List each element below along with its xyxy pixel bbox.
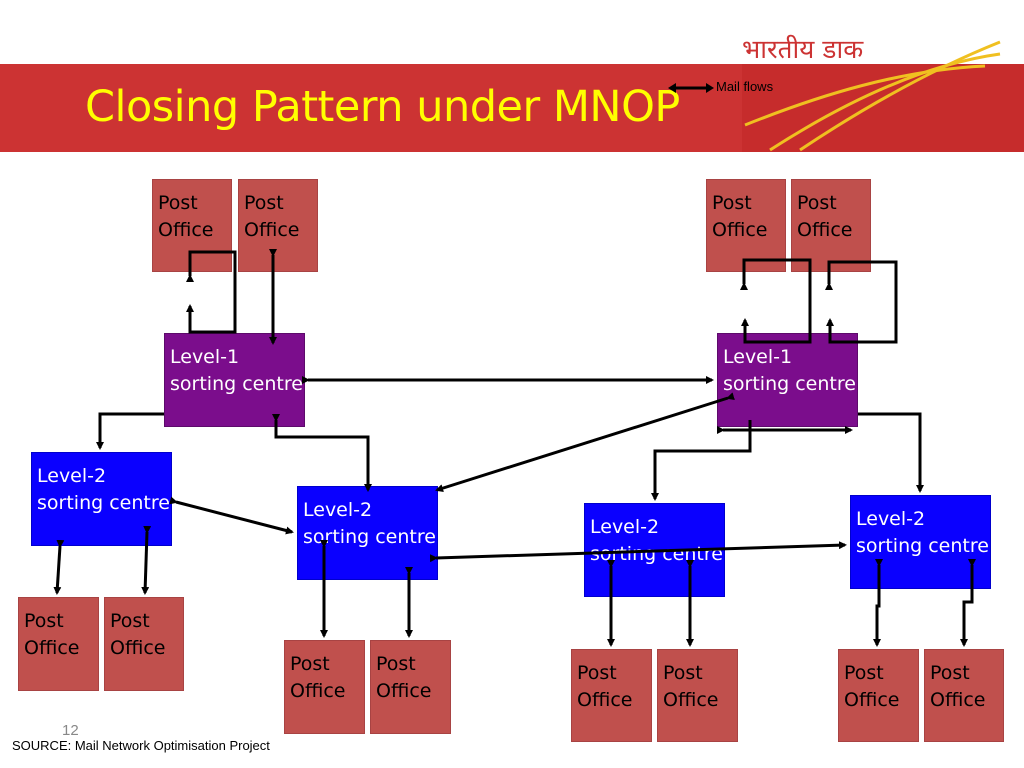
post-office-b2: Post Office bbox=[370, 640, 451, 734]
post-office-top-right-2: Post Office bbox=[791, 179, 871, 272]
node-label-line2: sorting centre bbox=[303, 526, 436, 548]
node-label-line1: Level-2 bbox=[37, 465, 107, 487]
node-label-line1: Post bbox=[712, 192, 752, 214]
flow-l2-d-po-d2 bbox=[960, 559, 976, 647]
node-label-line2: Office bbox=[797, 219, 853, 241]
node-label-line2: sorting centre bbox=[723, 373, 856, 395]
node-label-line1: Level-1 bbox=[723, 346, 793, 368]
node-label-line2: Office bbox=[930, 689, 986, 711]
post-office-c1: Post Office bbox=[571, 649, 652, 742]
page-number: 12 bbox=[62, 722, 79, 739]
flow-l1-right-l2-d bbox=[858, 412, 924, 493]
post-office-d1: Post Office bbox=[838, 649, 919, 742]
slide-title: Closing Pattern under MNOP bbox=[85, 82, 680, 132]
flow-l2-a-po-a2 bbox=[141, 525, 152, 595]
legend-label: Mail flows bbox=[716, 79, 774, 94]
node-label-line1: Post bbox=[844, 662, 884, 684]
node-label-line1: Level-2 bbox=[856, 508, 926, 530]
level2-sorting-centre-d: Level-2 sorting centre bbox=[850, 495, 991, 589]
node-label-line1: Post bbox=[797, 192, 837, 214]
flow-l1-right-l2-c bbox=[651, 420, 752, 501]
node-label-line1: Post bbox=[290, 653, 330, 675]
node-label-line2: Office bbox=[244, 219, 300, 241]
flow-l1-left-l2-a bbox=[96, 412, 164, 450]
flow-l2-a-po-a1 bbox=[53, 539, 65, 595]
node-label-line1: Post bbox=[244, 192, 284, 214]
node-label-line1: Post bbox=[110, 610, 150, 632]
node-label-line2: sorting centre bbox=[170, 373, 303, 395]
node-label-line2: Office bbox=[290, 680, 346, 702]
node-label-line2: Office bbox=[577, 689, 633, 711]
post-office-top-left-1: Post Office bbox=[152, 179, 232, 272]
node-label-line1: Post bbox=[930, 662, 970, 684]
node-label-line2: sorting centre bbox=[856, 535, 989, 557]
post-office-c2: Post Office bbox=[657, 649, 738, 742]
post-office-d2: Post Office bbox=[924, 649, 1004, 742]
post-office-a2: Post Office bbox=[104, 597, 184, 691]
level2-sorting-centre-b: Level-2 sorting centre bbox=[297, 486, 438, 580]
flow-l2-a-l2-b bbox=[169, 496, 294, 535]
node-label-line1: Post bbox=[376, 653, 416, 675]
node-label-line2: Office bbox=[712, 219, 768, 241]
level1-sorting-centre-right: Level-1 sorting centre bbox=[717, 333, 858, 427]
node-label-line2: Office bbox=[24, 637, 80, 659]
flow-l2-b-l2-d bbox=[429, 541, 847, 563]
node-label-line1: Level-1 bbox=[170, 346, 240, 368]
node-label-line2: Office bbox=[158, 219, 214, 241]
flow-po-tr2-loop bbox=[825, 260, 898, 344]
flow-l2-d-po-d1 bbox=[873, 559, 883, 647]
node-label-line2: sorting centre bbox=[37, 492, 170, 514]
post-office-b1: Post Office bbox=[284, 640, 365, 734]
node-label-line1: Post bbox=[158, 192, 198, 214]
flow-po-tr1-loop bbox=[740, 258, 812, 344]
node-label-line1: Post bbox=[24, 610, 64, 632]
post-office-top-right-1: Post Office bbox=[706, 179, 786, 272]
level1-sorting-centre-left: Level-1 sorting centre bbox=[164, 333, 305, 427]
node-label-line1: Level-2 bbox=[590, 516, 660, 538]
node-label-line1: Post bbox=[577, 662, 617, 684]
node-label-line1: Post bbox=[663, 662, 703, 684]
node-label-line2: Office bbox=[110, 637, 166, 659]
node-label-line2: Office bbox=[663, 689, 719, 711]
flow-l1-left-l2-b bbox=[272, 414, 372, 492]
node-label-line2: Office bbox=[376, 680, 432, 702]
node-label-line1: Level-2 bbox=[303, 499, 373, 521]
flow-l1-right-l2-b bbox=[435, 392, 735, 493]
post-office-a1: Post Office bbox=[18, 597, 99, 691]
mail-flow-legend-arrow-icon bbox=[668, 83, 714, 93]
flow-po-tl1-loop bbox=[186, 250, 237, 334]
node-label-line2: Office bbox=[844, 689, 900, 711]
post-office-top-left-2: Post Office bbox=[238, 179, 318, 272]
india-post-logo-text: भारतीय डाक bbox=[742, 35, 864, 65]
source-note: SOURCE: Mail Network Optimisation Projec… bbox=[12, 738, 270, 753]
